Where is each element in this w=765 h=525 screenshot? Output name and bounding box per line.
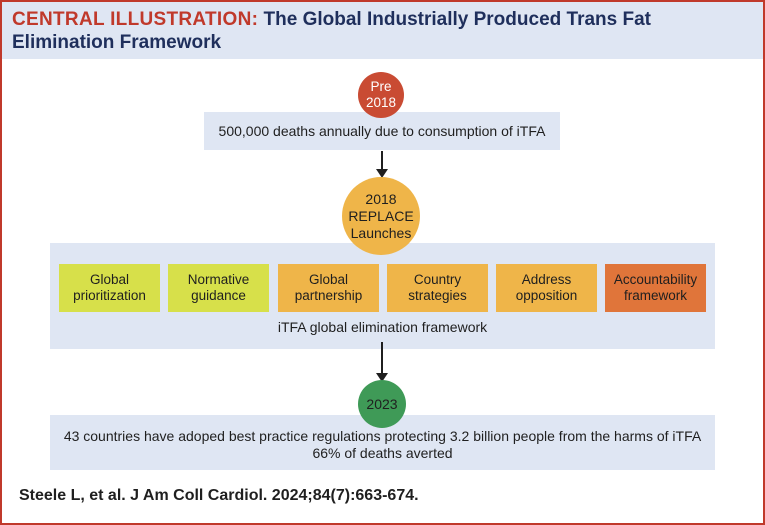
pillar-label-line-2: framework bbox=[623, 288, 687, 303]
pre-2018-label-line-1: Pre bbox=[370, 79, 392, 94]
outcome-2023-line-1: 43 countries have adoped best practice r… bbox=[63, 428, 702, 444]
pillar-country-strategies: Country strategies bbox=[387, 264, 488, 312]
outcome-2023-line-2: 66% of deaths averted bbox=[312, 445, 453, 461]
arrow-down-2-shaft bbox=[381, 342, 383, 374]
pillar-label-line-2: guidance bbox=[191, 288, 246, 303]
replace-launch-milestone-circle: 2018 REPLACE Launches bbox=[342, 177, 420, 255]
pillar-label-line-1: Global bbox=[308, 272, 348, 287]
central-illustration-label: CENTRAL ILLUSTRATION: bbox=[12, 9, 259, 30]
pillar-normative-guidance: Normative guidance bbox=[168, 264, 269, 312]
milestone-2023-label: 2023 bbox=[366, 396, 398, 412]
replace-label-line-3: Launches bbox=[350, 224, 412, 241]
pillar-label-line-1: Normative bbox=[187, 272, 250, 287]
pre-2018-milestone-circle: Pre 2018 bbox=[358, 72, 404, 118]
pillar-label-line-1: Address bbox=[521, 272, 572, 287]
pillar-global-partnership: Global partnership bbox=[278, 264, 379, 312]
pre-2018-label-line-2: 2018 bbox=[365, 95, 397, 110]
pillar-label-line-1: Global bbox=[89, 272, 130, 287]
pillar-accountability-framework: Accountability framework bbox=[605, 264, 706, 312]
pillar-label-line-1: Country bbox=[413, 272, 462, 287]
framework-caption: iTFA global elimination framework bbox=[277, 319, 488, 335]
pillar-global-prioritization: Global prioritization bbox=[59, 264, 160, 312]
arrow-down-2 bbox=[376, 342, 388, 382]
pillar-label-line-1: Accountability bbox=[613, 272, 698, 287]
citation: Steele L, et al. J Am Coll Cardiol. 2024… bbox=[19, 487, 419, 504]
arrow-down-1 bbox=[376, 151, 388, 178]
replace-label-line-2: REPLACE bbox=[348, 207, 414, 224]
pillar-label-line-2: strategies bbox=[408, 288, 467, 303]
replace-label-line-1: 2018 bbox=[365, 190, 397, 207]
header-title-line-1: CENTRAL ILLUSTRATION: The Global Industr… bbox=[12, 8, 763, 31]
pre-2018-deaths-box: 500,000 deaths annually due to consumpti… bbox=[204, 112, 560, 150]
framework-box: Global prioritization Normative guidance… bbox=[50, 243, 715, 349]
pillar-address-opposition: Address opposition bbox=[496, 264, 597, 312]
arrow-down-1-head bbox=[376, 169, 388, 178]
pre-2018-deaths-text: 500,000 deaths annually due to consumpti… bbox=[218, 123, 546, 139]
pillar-label-line-2: partnership bbox=[294, 288, 363, 303]
outcome-2023-box: 43 countries have adoped best practice r… bbox=[50, 415, 715, 470]
header-title-part-1: The Global Industrially Produced Trans F… bbox=[263, 9, 651, 30]
arrow-down-1-shaft bbox=[381, 151, 383, 170]
pillar-label-line-2: opposition bbox=[515, 288, 578, 303]
milestone-2023-circle: 2023 bbox=[358, 380, 406, 428]
header-banner: CENTRAL ILLUSTRATION: The Global Industr… bbox=[2, 2, 763, 59]
pillar-label-line-2: prioritization bbox=[73, 288, 146, 303]
header-title-line-2: Elimination Framework bbox=[12, 32, 222, 53]
arrow-down-2-head bbox=[376, 373, 388, 382]
